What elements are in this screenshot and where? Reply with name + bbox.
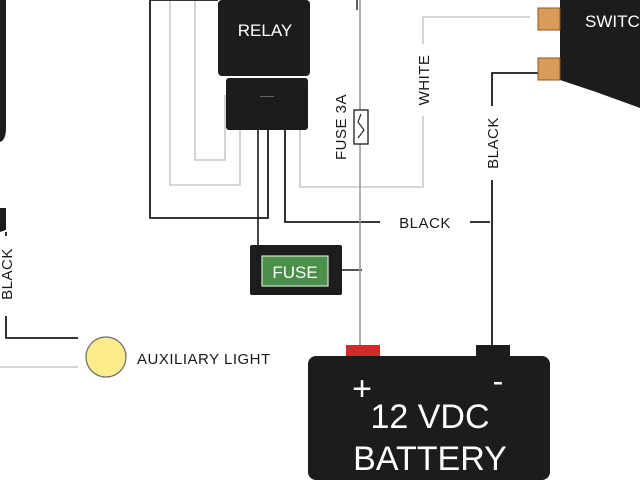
black-wire-relay-left [149, 0, 269, 219]
battery: + - 12 VDC BATTERY [308, 345, 550, 480]
svg-text:BLACK: BLACK [485, 117, 502, 169]
white-wire-loop-outer [169, 0, 241, 186]
auxiliary-light: AUXILIARY LIGHT [85, 336, 271, 378]
battery-label: BATTERY [353, 440, 507, 478]
wire-label-black-ground: BLACK [399, 215, 451, 232]
fuse-label-box [261, 255, 329, 287]
svg-text:BLACK: BLACK [0, 248, 16, 300]
fuse-block: FUSE [250, 245, 342, 295]
relay-pin-mark: — [260, 87, 274, 103]
battery-voltage: 12 VDC [370, 398, 489, 436]
svg-text:BLACK: BLACK [399, 215, 451, 232]
fuse-label: FUSE [272, 263, 317, 282]
inline-fuse-label: FUSE 3A [333, 94, 350, 160]
wire-label-white: WHITE [413, 44, 433, 116]
white-wire-switch [299, 16, 530, 188]
light-housing-left [0, 0, 6, 232]
switch: SWITCH [537, 0, 640, 108]
switch-terminal-bottom [537, 57, 561, 81]
black-wire-switch [491, 72, 540, 345]
switch-label: SWITCH [585, 12, 640, 31]
wire-label-black-switch: BLACK [482, 106, 502, 180]
battery-negative-terminal [476, 345, 510, 359]
black-wire-ground [284, 128, 490, 223]
wire-label-black-left: BLACK [0, 236, 16, 316]
battery-negative-sign: - [493, 363, 504, 399]
switch-terminal-top [537, 7, 561, 31]
auxiliary-light-bulb [85, 336, 127, 378]
relay: RELAY — [218, 0, 310, 130]
relay-label: RELAY [238, 21, 293, 40]
wires [0, 0, 540, 368]
white-wire-loop-inner [194, 0, 226, 161]
battery-positive-sign: + [352, 370, 372, 408]
svg-text:WHITE: WHITE [416, 55, 433, 106]
auxiliary-light-label: AUXILIARY LIGHT [137, 351, 271, 368]
black-wire-left [5, 232, 78, 339]
inline-fuse: FUSE 3A [333, 94, 369, 160]
battery-positive-terminal [346, 345, 380, 359]
